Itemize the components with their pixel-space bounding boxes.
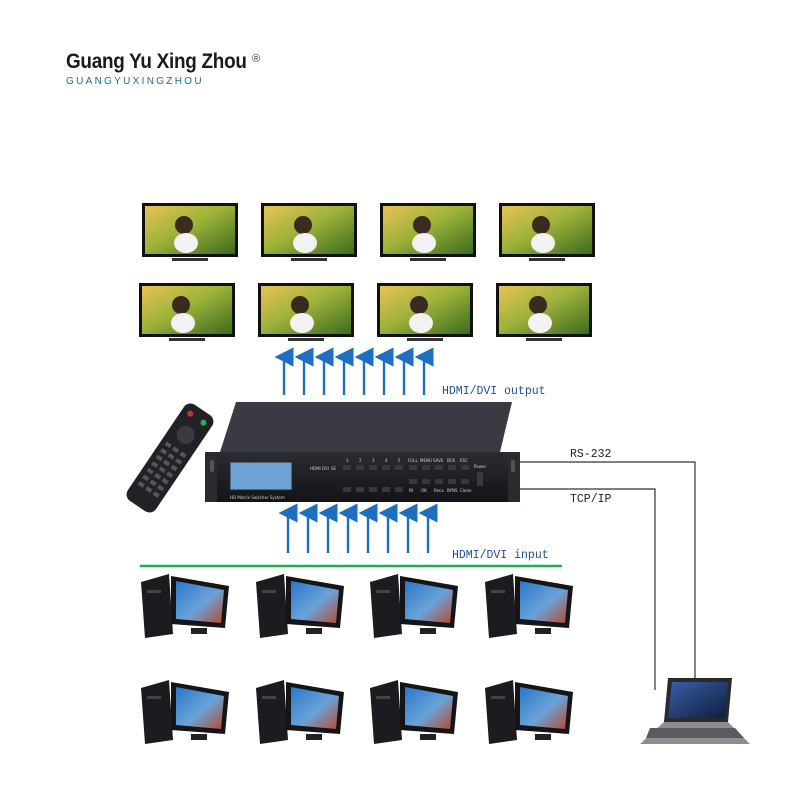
lcd-label-hdmi: HDMI xyxy=(310,466,321,471)
function-button[interactable] xyxy=(448,479,456,484)
matrix-switcher: HD Matrix Switcher System HDMI DVI SE 1 … xyxy=(205,402,520,502)
tv-display xyxy=(142,203,238,261)
brand-subtitle: GUANGYUXINGZHOU xyxy=(66,76,204,87)
tcpip-cable xyxy=(520,488,656,690)
output-arrows xyxy=(274,347,434,395)
pc-row-top xyxy=(141,574,573,638)
panel-text: HD Matrix Switcher System xyxy=(230,495,285,500)
input-button-label: 1 xyxy=(346,458,349,463)
tv-display xyxy=(258,283,354,341)
output-button[interactable] xyxy=(382,487,390,492)
function-button[interactable] xyxy=(409,465,417,470)
pc-source xyxy=(256,680,344,744)
tv-display xyxy=(261,203,357,261)
output-button-row xyxy=(343,487,403,492)
brand-name: Guang Yu Xing Zhou xyxy=(66,50,247,73)
pc-source xyxy=(370,574,458,638)
lcd-label-se: SE xyxy=(331,466,337,471)
lcd-screen xyxy=(229,461,293,491)
tv-display xyxy=(496,283,592,341)
function-button[interactable] xyxy=(448,465,456,470)
tv-row-top xyxy=(142,203,595,261)
tv-row-bottom xyxy=(139,283,592,341)
input-button[interactable] xyxy=(395,465,403,470)
power-button[interactable] xyxy=(477,472,483,486)
tcpip-label: TCP/IP xyxy=(570,493,612,506)
tv-display xyxy=(380,203,476,261)
function-button[interactable] xyxy=(409,479,417,484)
pc-row-bottom xyxy=(141,680,573,744)
brand-logo: Guang Yu Xing Zhou GUANGYUXINGZHOU xyxy=(66,50,267,87)
pc-source xyxy=(485,574,573,638)
input-button[interactable] xyxy=(382,465,390,470)
input-button-label: 5 xyxy=(398,458,401,463)
function-label: SAVE xyxy=(433,458,444,463)
input-button-row: 1 2 3 4 5 xyxy=(343,458,403,470)
pc-source xyxy=(141,574,229,638)
function-label: OK xyxy=(421,488,427,493)
rs232-label: RS-232 xyxy=(570,448,612,461)
function-button[interactable] xyxy=(422,479,430,484)
function-button[interactable] xyxy=(435,465,443,470)
function-label: IN xyxy=(409,488,413,493)
function-button[interactable] xyxy=(422,465,430,470)
tv-display xyxy=(377,283,473,341)
input-label: HDMI/DVI input xyxy=(452,549,549,562)
function-buttons: FULL MENU SAVE BCK ESC IN OK Reca BYNS C… xyxy=(408,458,472,493)
output-label: HDMI/DVI output xyxy=(442,385,546,398)
function-button[interactable] xyxy=(461,479,469,484)
pc-source xyxy=(256,574,344,638)
control-cables xyxy=(520,461,696,690)
function-label: ESC xyxy=(460,458,468,463)
function-label: BCK xyxy=(447,458,455,463)
function-label: Clean xyxy=(460,488,472,493)
function-label: FULL xyxy=(408,458,418,463)
function-button[interactable] xyxy=(435,479,443,484)
registered-mark: ® xyxy=(252,53,261,65)
tv-display xyxy=(499,203,595,261)
function-button[interactable] xyxy=(461,465,469,470)
function-label: BYNS xyxy=(447,488,458,493)
remote-control xyxy=(126,403,214,513)
output-button[interactable] xyxy=(343,487,351,492)
input-arrows xyxy=(278,503,438,553)
pc-source xyxy=(370,680,458,744)
function-label: Reca xyxy=(434,488,444,493)
pc-source xyxy=(141,680,229,744)
rs232-cable xyxy=(520,461,696,680)
input-button-label: 2 xyxy=(359,458,362,463)
output-button[interactable] xyxy=(369,487,377,492)
tv-display xyxy=(139,283,235,341)
pc-source xyxy=(485,680,573,744)
output-button[interactable] xyxy=(356,487,364,492)
power-label: Power xyxy=(474,464,486,469)
input-button[interactable] xyxy=(343,465,351,470)
input-button[interactable] xyxy=(356,465,364,470)
input-button-label: 3 xyxy=(372,458,375,463)
output-button[interactable] xyxy=(395,487,403,492)
input-button[interactable] xyxy=(369,465,377,470)
input-button-label: 4 xyxy=(385,458,388,463)
laptop-controller xyxy=(640,678,750,744)
lcd-label-dvi: DVI xyxy=(322,466,329,471)
function-label: MENU xyxy=(420,458,432,463)
